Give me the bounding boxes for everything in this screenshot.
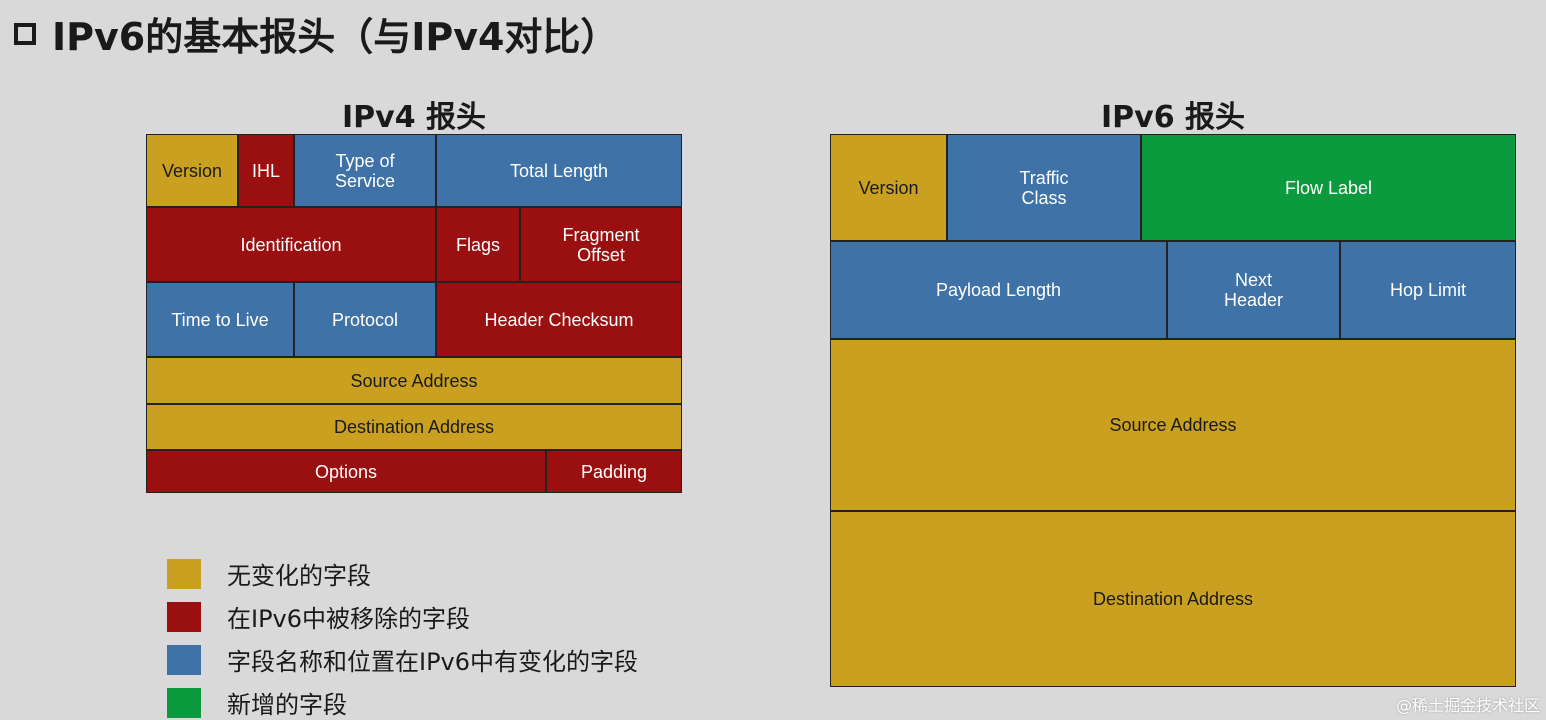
legend-label: 新增的字段 bbox=[227, 691, 347, 719]
ipv4-field-identification: Identification bbox=[146, 207, 436, 282]
ipv6-field-version: Version bbox=[830, 134, 947, 241]
page-title-text: IPv6的基本报头（与IPv4对比） bbox=[52, 15, 619, 59]
ipv4-field-destination-address: Destination Address bbox=[146, 404, 682, 450]
watermark: @稀土掘金技术社区 bbox=[1395, 696, 1540, 715]
ipv6-header-title: IPv6 报头 bbox=[1100, 100, 1246, 135]
legend-item-new: 新增的字段 bbox=[167, 685, 347, 720]
ipv6-field-destination-address: Destination Address bbox=[830, 511, 1516, 687]
ipv4-field-protocol: Protocol bbox=[294, 282, 436, 357]
legend-label: 在IPv6中被移除的字段 bbox=[227, 605, 471, 633]
ipv4-field-version: Version bbox=[146, 134, 238, 207]
ipv4-field-padding: Padding bbox=[546, 450, 682, 493]
ipv6-field-traffic-class: Traffic Class bbox=[947, 134, 1141, 241]
legend-swatch-unchanged bbox=[167, 558, 201, 589]
ipv4-field-header-checksum: Header Checksum bbox=[436, 282, 682, 357]
ipv6-field-payload-length: Payload Length bbox=[830, 241, 1167, 339]
legend-swatch-removed bbox=[167, 601, 201, 632]
ipv4-field-options: Options bbox=[146, 450, 546, 493]
legend-swatch-changed bbox=[167, 644, 201, 675]
ipv4-field-time-to-live: Time to Live bbox=[146, 282, 294, 357]
ipv4-field-source-address: Source Address bbox=[146, 357, 682, 404]
legend-label: 无变化的字段 bbox=[227, 562, 371, 590]
ipv4-field-flags: Flags bbox=[436, 207, 520, 282]
square-bullet-icon bbox=[14, 22, 36, 45]
ipv4-header-title: IPv4 报头 bbox=[341, 100, 487, 135]
ipv4-field-total-length: Total Length bbox=[436, 134, 682, 207]
ipv4-field-fragment-offset: Fragment Offset bbox=[520, 207, 682, 282]
legend-item-unchanged: 无变化的字段 bbox=[167, 556, 371, 591]
ipv6-field-source-address: Source Address bbox=[830, 339, 1516, 511]
legend-label: 字段名称和位置在IPv6中有变化的字段 bbox=[227, 648, 639, 676]
legend-item-changed: 字段名称和位置在IPv6中有变化的字段 bbox=[167, 642, 638, 677]
ipv6-field-hop-limit: Hop Limit bbox=[1340, 241, 1516, 339]
page-title: IPv6的基本报头（与IPv4对比） bbox=[14, 6, 618, 61]
legend-item-removed: 在IPv6中被移除的字段 bbox=[167, 599, 470, 634]
ipv6-field-next-header: Next Header bbox=[1167, 241, 1340, 339]
ipv6-field-flow-label: Flow Label bbox=[1141, 134, 1516, 241]
legend-swatch-new bbox=[167, 687, 201, 718]
ipv4-field-ihl: IHL bbox=[238, 134, 294, 207]
ipv4-field-type-of-service: Type of Service bbox=[294, 134, 436, 207]
